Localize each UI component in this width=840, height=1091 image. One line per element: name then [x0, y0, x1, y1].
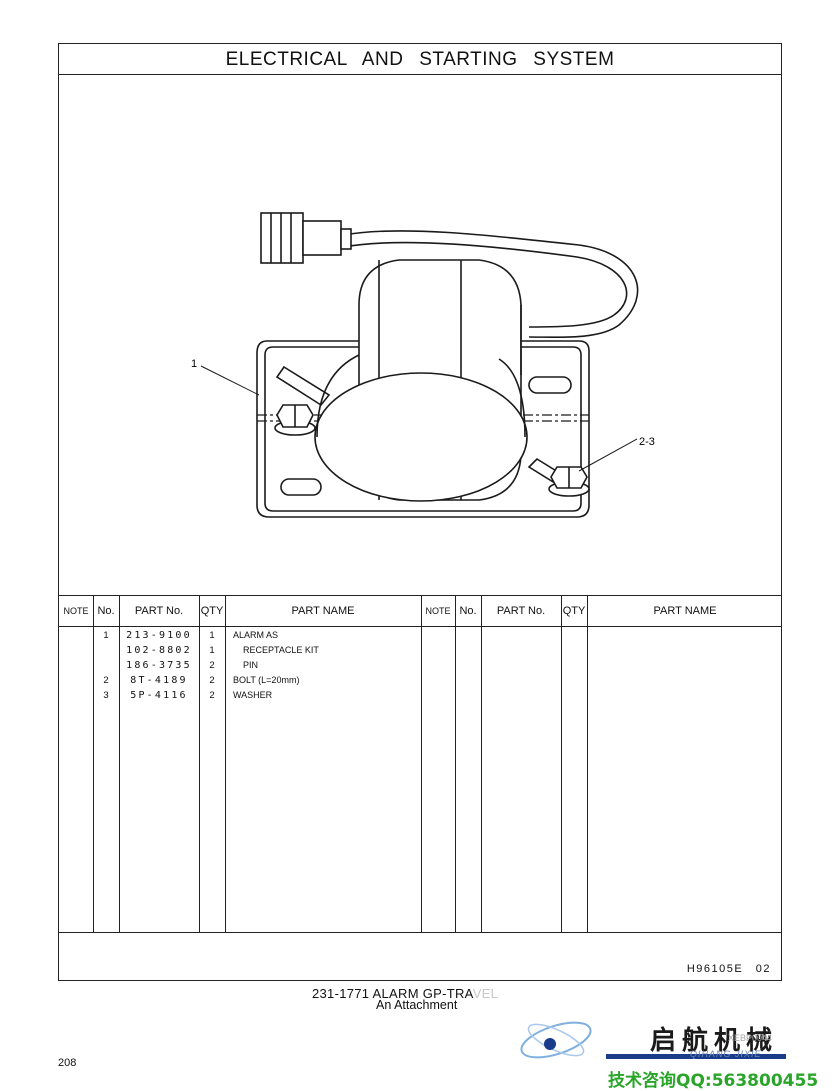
table-row: 102-8802 1 RECEPTACLE KIT [126, 645, 319, 656]
header-note-right: NOTE [425, 606, 451, 616]
drawing-code: H96105E 02 [686, 963, 771, 975]
watermark-brand: 启航机械 [650, 1026, 779, 1056]
header-note: NOTE [63, 606, 89, 616]
watermark-code: XEBP0044 [728, 1033, 773, 1043]
table-row: 3 5P-4116 2 WASHER [103, 690, 273, 701]
header-part-name-right: PART NAME [653, 605, 717, 617]
callout-2-3: 2-3 [639, 436, 655, 448]
parts-table: NOTE No. PART No. QTY PART NAME NOTE No.… [59, 595, 781, 932]
assembly-subcaption: An Attachment [376, 998, 458, 1012]
part-illustration: 1 2-3 [59, 75, 781, 595]
callout-1: 1 [191, 358, 197, 370]
header-no-right: No. [459, 605, 477, 617]
page-title: ELECTRICAL AND STARTING SYSTEM [59, 44, 781, 75]
watermark-underline [606, 1054, 786, 1059]
header-part-name: PART NAME [291, 605, 355, 617]
header-qty-right: QTY [562, 605, 586, 617]
header-no: No. [97, 605, 115, 617]
table-row: 1 213-9100 1 ALARM AS [103, 630, 279, 641]
watermark-contact: 技术咨询QQ:563800455 [608, 1071, 819, 1091]
caption-main: 231-1771 ALARM GP-TRA [312, 986, 473, 1001]
table-row: 2 8T-4189 2 BOLT (L=20mm) [103, 675, 300, 686]
caption-faded: VEL [472, 986, 499, 1001]
table-row: 186-3735 2 PIN [126, 660, 259, 671]
parts-sheet: ELECTRICAL AND STARTING SYSTEM [58, 43, 782, 981]
header-part-no: PART No. [134, 605, 184, 617]
page-number: 208 [58, 1057, 77, 1069]
assembly-caption: 231-1771 ALARM GP-TRAVEL [312, 986, 498, 1001]
header-part-no-right: PART No. [496, 605, 546, 617]
logo-icon [516, 1008, 608, 1071]
drawing-footer: H96105E 02 [59, 932, 781, 982]
header-qty: QTY [200, 605, 224, 617]
watermark-pinyin: QIHANG JIXIE [690, 1049, 762, 1059]
